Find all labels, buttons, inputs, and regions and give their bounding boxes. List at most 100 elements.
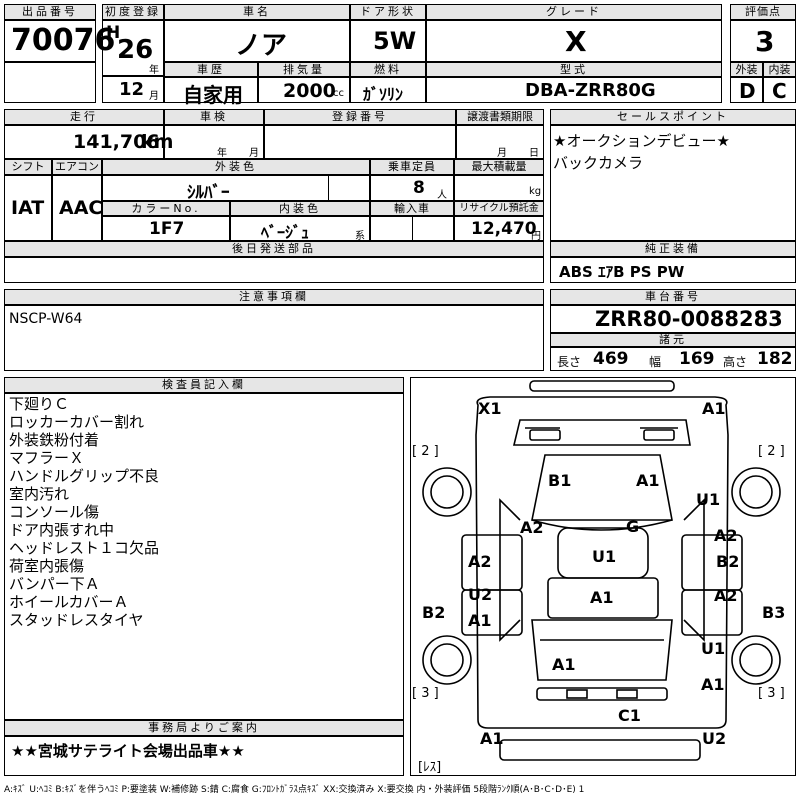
transfer-box: 月 日 (456, 125, 544, 159)
fuel-label: 燃料 (350, 62, 426, 77)
lot-blank-box (4, 62, 96, 103)
history-label: 車歴 (164, 62, 258, 77)
shift-value: IAT (11, 197, 45, 219)
recycle-box: 12,470 円 (454, 216, 544, 242)
later-parts-label: 後日発送部品 (4, 241, 544, 257)
history-box: 自家用 (164, 77, 258, 107)
office-box: ★★宮城サテライト会場出品車★★ (4, 736, 404, 776)
exterior-label: 外装 (730, 62, 763, 77)
length-label: 長さ (557, 355, 582, 369)
specs-box: 長さ 469 幅 169 高さ 182 (550, 347, 796, 371)
exterior-value: D (739, 79, 756, 103)
door-label: ドア形状 (350, 4, 426, 20)
specs-label: 諸元 (550, 333, 796, 347)
office-value: ★★宮城サテライト会場出品車★★ (11, 742, 245, 760)
grade-value: X (565, 25, 587, 58)
plate-box (264, 125, 456, 159)
exterior-box: D (730, 77, 763, 103)
equipment-box: ABS ｴｱB PS PW (550, 257, 796, 283)
door-value: 5W (373, 27, 417, 55)
exterior-color-label: 外装色 (102, 159, 370, 175)
car-name-label: 車名 (164, 4, 350, 20)
color-no-box: 1F7 (102, 216, 230, 241)
era-value: H (106, 23, 121, 43)
fuel-value: ｶﾞｿﾘﾝ (363, 85, 404, 104)
model-box: DBA-ZRR80G (426, 77, 722, 103)
capacity-label: 乗車定員 (370, 159, 454, 175)
notes-label: 注意事項欄 (4, 289, 544, 305)
grade-box: X (426, 20, 722, 62)
width-label: 幅 (649, 355, 662, 369)
displacement-unit: cc (333, 88, 344, 99)
aircon-value: AAC (59, 197, 103, 219)
inspector-line: コンソール傷 (9, 503, 100, 521)
recycle-unit: 円 (531, 231, 541, 242)
inspector-line: 荷室内張傷 (9, 557, 85, 575)
chassis-value: ZRR80-0088283 (595, 307, 783, 331)
first-registration-label: 初度登録 (102, 4, 164, 20)
lot-number-value: 70076 (11, 23, 116, 58)
inspector-label: 検査員記入欄 (4, 377, 404, 393)
model-value: DBA-ZRR80G (525, 80, 656, 101)
sales-point-label: セールスポイント (550, 109, 796, 125)
inspector-line: ヘッドレスト１コ欠品 (9, 539, 160, 557)
sales-point-line-1: ★オークションデビュー★ (553, 132, 730, 150)
inspector-line: マフラーＸ (9, 449, 85, 467)
width-value: 169 (679, 349, 715, 369)
mileage-box: 141,706 km (4, 125, 173, 159)
shift-box: IAT (4, 175, 52, 241)
office-label: 事務局よりご案内 (4, 720, 404, 736)
notes-box: NSCP-W64 (4, 305, 544, 371)
max-load-box: kg (454, 175, 544, 201)
car-name-value: ノア (235, 31, 288, 61)
interior-color-value: ﾍﾞｰｼﾞｭ (261, 223, 310, 242)
fuel-box: ｶﾞｿﾘﾝ (350, 77, 426, 104)
inspector-line: ハンドルグリップ不良 (9, 467, 160, 485)
month-unit: 月 (149, 91, 159, 102)
mileage-unit: km (141, 131, 174, 153)
inspector-line: 下廻りＣ (9, 395, 70, 413)
mileage-label: 走行 (4, 109, 164, 125)
capacity-value: 8 (413, 178, 425, 198)
inspector-line: ホイールカバーＡ (9, 593, 129, 611)
inspector-line: 外装鉄粉付着 (9, 431, 100, 449)
lot-number-box: 70076 (4, 20, 115, 62)
month-box: 12 月 (102, 76, 164, 103)
exterior-color-value: ｼﾙﾊﾞｰ (187, 183, 230, 203)
import-sub (412, 216, 454, 241)
height-value: 182 (757, 349, 793, 369)
transfer-day-unit: 日 (529, 148, 539, 159)
transfer-month-unit: 月 (497, 148, 507, 159)
inspector-box: 下廻りＣ ロッカーカバー割れ 外装鉄粉付着 マフラーＸ ハンドルグリップ不良 室… (4, 393, 404, 720)
height-label: 高さ (723, 355, 748, 369)
later-parts-box (4, 257, 544, 283)
inspection-year-unit: 年 (217, 148, 227, 159)
length-value: 469 (593, 349, 629, 369)
mileage-value: 141,706 (73, 131, 160, 153)
interior-box: C (763, 77, 796, 103)
aircon-label: エアコン (52, 159, 102, 175)
interior-color-unit: 系 (355, 231, 365, 242)
recycle-label: リサイクル預託金 (454, 201, 544, 216)
recycle-value: 12,470 (471, 219, 537, 239)
chassis-label: 車台番号 (550, 289, 796, 305)
score-box: 3 (730, 20, 796, 62)
score-value: 3 (755, 25, 775, 58)
damage-diagram-box (410, 377, 796, 776)
interior-color-label: 内装色 (230, 201, 370, 216)
capacity-box: 8 人 (370, 175, 454, 201)
first-registration-box: H 26 年 (102, 20, 164, 76)
interior-color-box: ﾍﾞｰｼﾞｭ 系 (230, 216, 370, 242)
interior-value: C (772, 79, 787, 103)
plate-label: 登録番号 (264, 109, 456, 125)
color-no-value: 1F7 (149, 219, 185, 239)
color-no-label: カラーNo. (102, 201, 230, 216)
aircon-box: AAC (52, 175, 102, 241)
displacement-label: 排気量 (258, 62, 350, 77)
month-value: 12 (119, 79, 145, 100)
notes-value: NSCP-W64 (9, 311, 83, 327)
year-unit: 年 (149, 65, 159, 76)
legend: A:ｷｽﾞ U:ﾍｺﾐ B:ｷｽﾞを伴うﾍｺﾐ P:要塗装 W:補修跡 S:錆 … (4, 785, 585, 795)
inspection-label: 車検 (164, 109, 264, 125)
inspection-box: 年 月 (164, 125, 264, 159)
